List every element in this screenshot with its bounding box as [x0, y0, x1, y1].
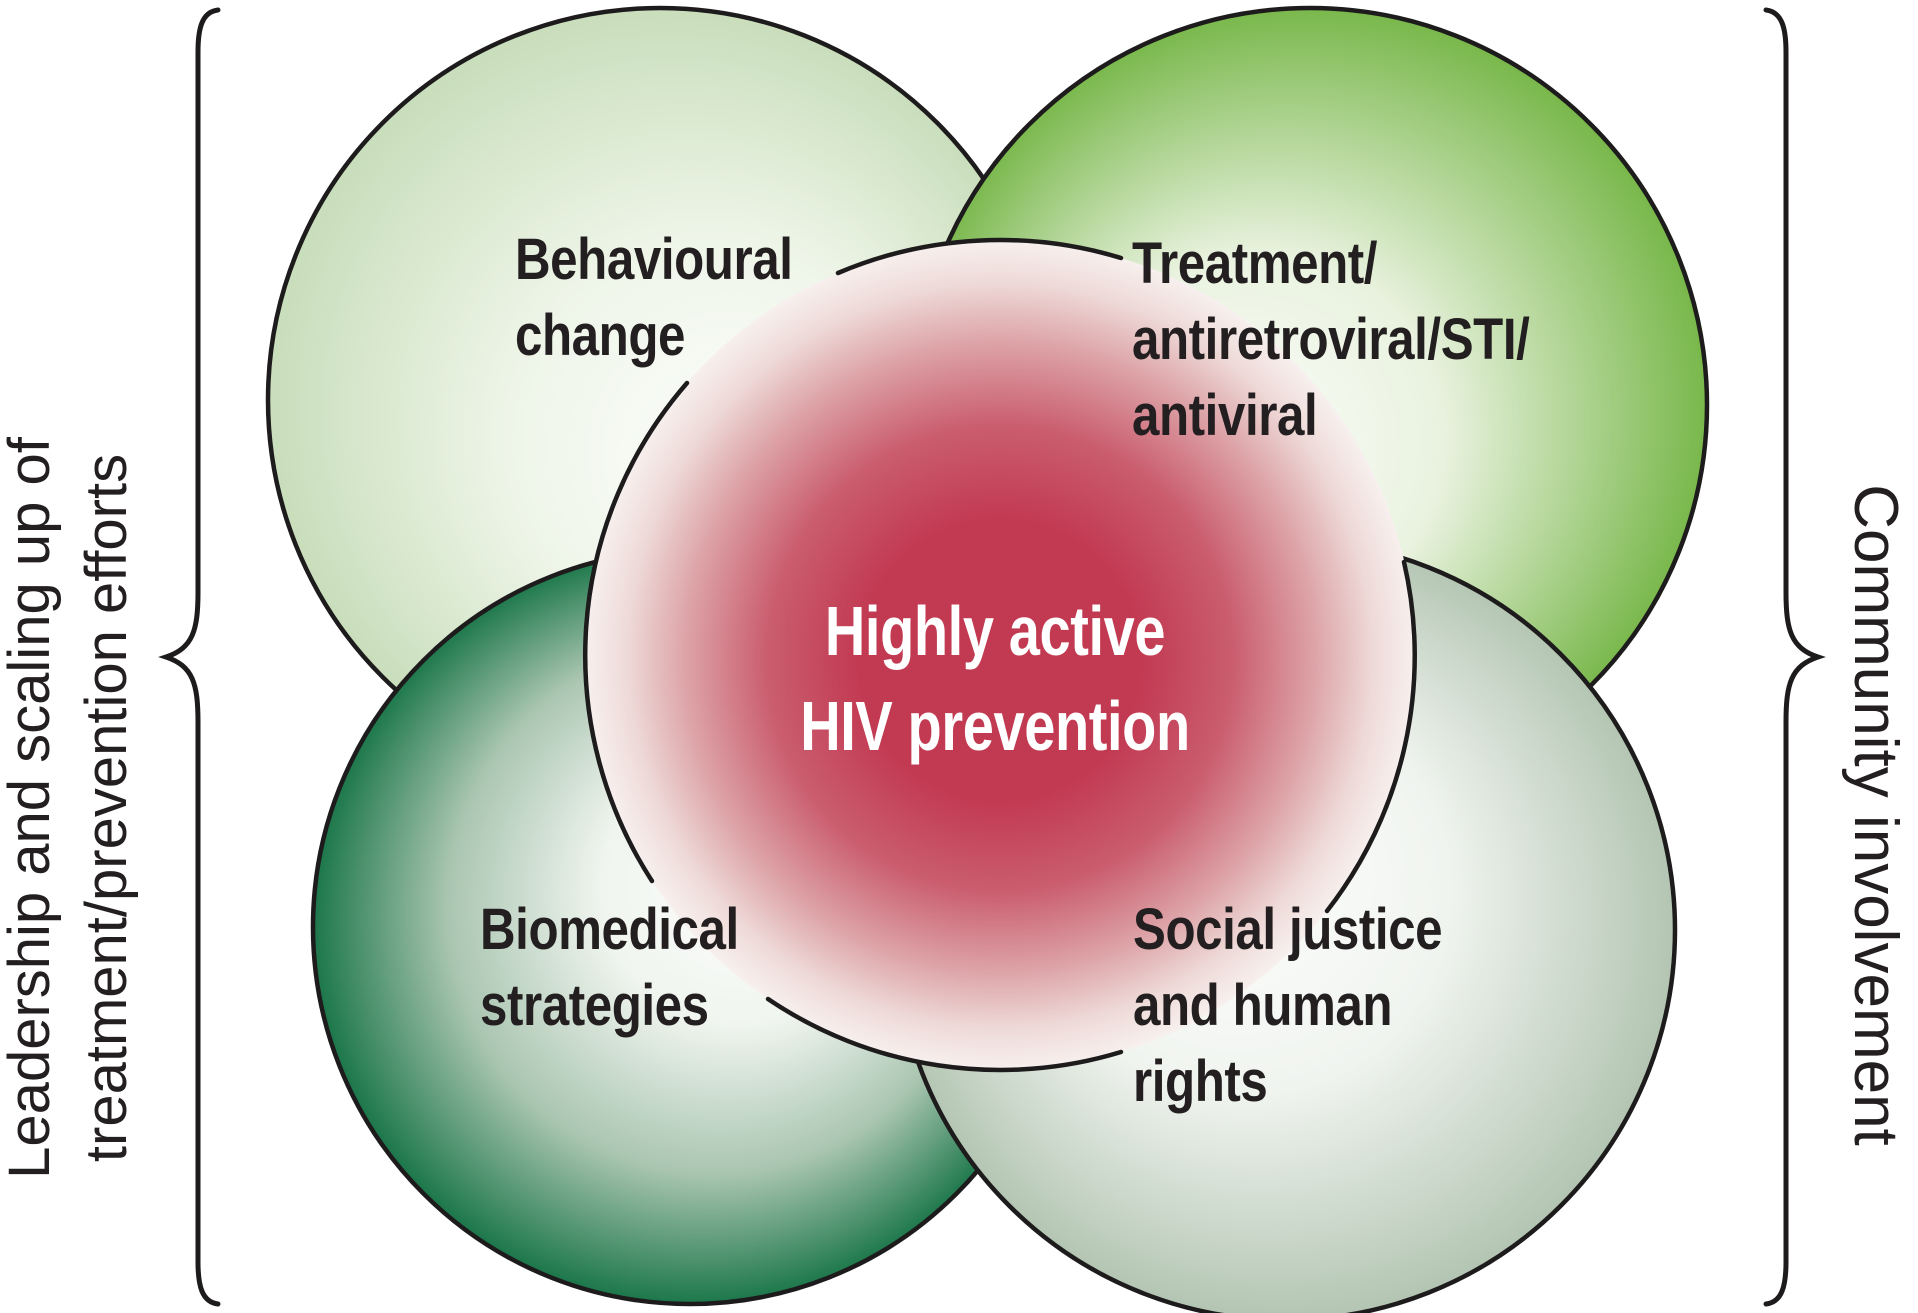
label-line: antiviral: [1132, 383, 1318, 448]
right-bracket-label: Community involvement: [1841, 484, 1910, 1146]
center-circle-outline: [582, 237, 1417, 1073]
center-outline-arc-top: [835, 237, 1124, 276]
label-line: Biomedical: [480, 897, 739, 962]
label-line: Social justice: [1133, 897, 1443, 962]
circle-highly-active-hiv-prevention: [585, 240, 1415, 1070]
label-line: change: [515, 303, 686, 368]
label-treatment-antiretroviral: Treatment/ antiretroviral/STI/ antiviral: [1132, 226, 1530, 454]
label-line: Highly active: [824, 592, 1166, 670]
label-social-justice: Social justice and human rights: [1133, 892, 1443, 1120]
label-behavioural-change: Behavioural change: [515, 222, 793, 374]
label-highly-active-hiv-prevention: Highly active HIV prevention: [715, 584, 1275, 774]
label-line: treatment/prevention efforts: [74, 453, 139, 1163]
label-line: strategies: [480, 973, 709, 1038]
label-line: Behavioural: [515, 227, 793, 292]
center-outline-arc-bottom: [765, 996, 1124, 1073]
label-line: Treatment/: [1132, 231, 1378, 296]
right-brace: [1763, 7, 1826, 1307]
label-biomedical-strategies: Biomedical strategies: [480, 892, 739, 1044]
left-bracket-label: Leadership and scaling up of treatment/p…: [0, 437, 145, 1179]
label-line: HIV prevention: [800, 687, 1190, 765]
label-line: rights: [1133, 1049, 1268, 1114]
label-line: antiretroviral/STI/: [1132, 307, 1530, 372]
center-outline-arc-right: [1324, 559, 1417, 914]
center-outline-arc-left: [582, 380, 690, 884]
label-line: Leadership and scaling up of: [0, 437, 62, 1179]
left-brace: [158, 7, 221, 1307]
label-line: and human: [1133, 973, 1393, 1038]
